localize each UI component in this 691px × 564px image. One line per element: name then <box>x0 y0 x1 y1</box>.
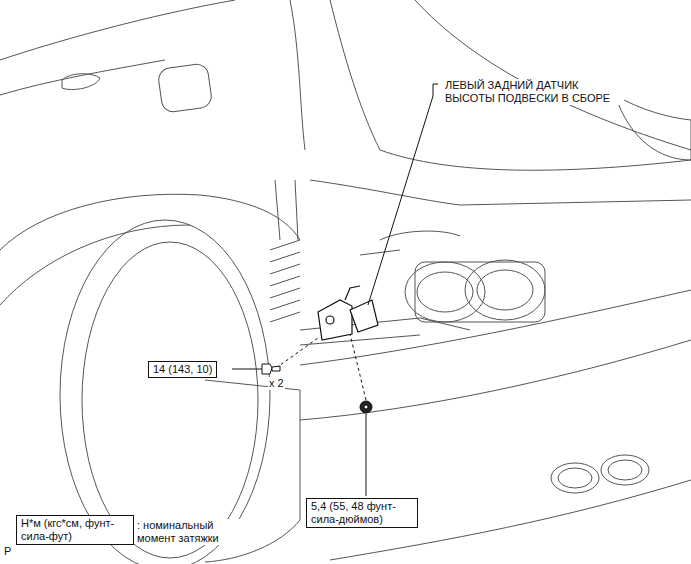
c-pillar <box>330 0 380 150</box>
body-line <box>310 180 691 205</box>
torque-value: Н*м (кгс*см, фунт-сила-фут) <box>21 517 129 543</box>
sensor-body <box>318 300 352 340</box>
c-pillar <box>290 0 305 150</box>
leader-line <box>276 338 318 368</box>
muffler <box>465 260 545 320</box>
nut-symbol <box>360 401 372 413</box>
exhaust-tip <box>558 468 592 488</box>
muffler-case <box>415 262 545 322</box>
door-line <box>0 0 235 60</box>
tire <box>82 242 258 558</box>
part-name: ЛЕВЫЙ ЗАДНИЙ ДАТЧИК ВЫСОТЫ ПОДВЕСКИ В СБ… <box>444 79 624 105</box>
bumper-line <box>300 340 691 420</box>
torque-spec-box: 5,4 (55, 48 фунт-сила-дюймов) <box>306 498 418 528</box>
exhaust-tip <box>601 455 649 485</box>
coil-spring <box>270 240 300 322</box>
leader-line <box>368 84 438 305</box>
bolt-symbol <box>272 366 280 371</box>
tire <box>60 220 270 564</box>
bolt-symbol <box>262 364 272 374</box>
muffler <box>477 270 533 310</box>
sensor-bracket <box>350 300 378 332</box>
door-handle <box>62 74 100 90</box>
leader-line <box>232 369 262 370</box>
quantity-label: x 2 <box>268 377 285 390</box>
exhaust-tip <box>551 463 599 493</box>
legend-text: : номинальный момент затяжки <box>136 519 244 545</box>
sensor-link <box>345 286 360 300</box>
damper <box>275 180 298 240</box>
fuel-lid <box>157 63 213 114</box>
leader-line <box>350 334 366 400</box>
trunk-line <box>380 150 691 170</box>
leader-line <box>366 414 367 496</box>
torque-value: 5,4 (55, 48 фунт-сила-дюймов) <box>311 500 413 526</box>
bumper-line <box>300 290 691 365</box>
torque-value: 14 (143, 10) <box>153 363 212 376</box>
exhaust-tip <box>608 460 642 480</box>
trunk-line <box>415 0 691 150</box>
height-sensor <box>318 286 378 340</box>
tail-light <box>615 95 691 160</box>
torque-spec-box: 14 (143, 10) <box>148 361 217 378</box>
muffler <box>405 262 485 322</box>
differential <box>360 231 460 255</box>
sensor-pivot <box>326 316 334 324</box>
door-line <box>0 60 165 95</box>
figure-code: P <box>3 545 12 558</box>
nut-symbol <box>364 405 368 409</box>
legend-spec-box: Н*м (кгс*см, фунт-сила-фут) <box>16 515 134 545</box>
